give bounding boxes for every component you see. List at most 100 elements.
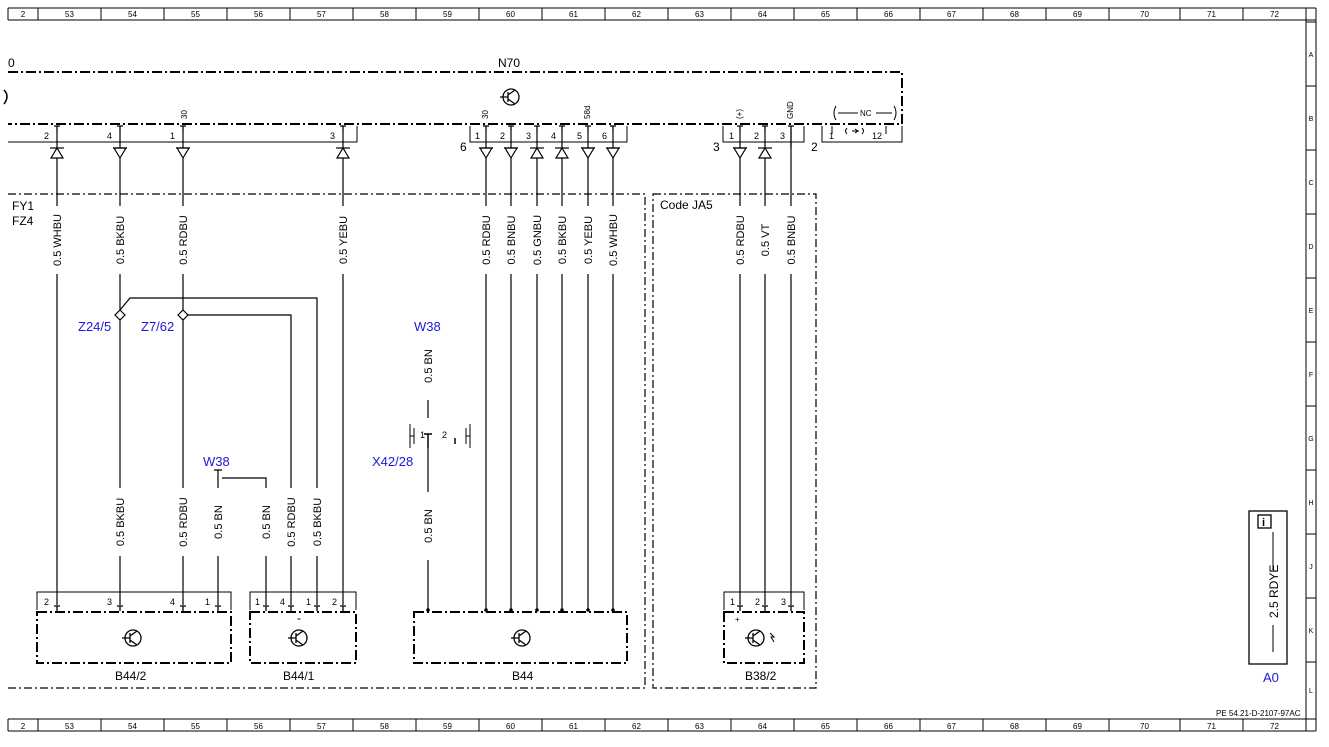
ruler-col-label: 71 — [1207, 10, 1216, 19]
b44-housing — [413, 611, 628, 664]
ruler-col-label: 67 — [947, 722, 956, 731]
label-mask — [758, 206, 772, 274]
b44-pin-dot — [426, 608, 430, 612]
pin-terminal — [508, 125, 514, 131]
wire-label-b44: 0.5 BKBU — [557, 216, 569, 264]
label-mask — [176, 488, 190, 556]
b44-1-terminal — [288, 605, 294, 611]
n70-conn-2: 2 — [811, 140, 818, 154]
pin-number: 4 — [107, 131, 112, 141]
ruler-col-label: 67 — [947, 10, 956, 19]
info-icon[interactable] — [1257, 514, 1272, 529]
drawing-code: PE 54.21-D-2107-97AC — [1216, 709, 1301, 718]
fy1-boundary — [8, 193, 646, 689]
b38-2-terminal — [788, 605, 794, 611]
wire-label-yebu: 0.5 YEBU — [338, 216, 350, 264]
splice-z7-62-node — [177, 309, 189, 321]
a0-info-box — [1248, 510, 1288, 665]
b44-pin-dot — [484, 608, 488, 612]
a0-wire-label: 2.5 RDYE — [1267, 565, 1281, 618]
pin-number: 4 — [551, 131, 556, 141]
ruler-row-label: K — [1309, 628, 1314, 635]
label-mask — [310, 488, 324, 556]
wire-label-bn-upper: 0.5 BN — [423, 349, 435, 383]
pin-number: 1 — [729, 131, 734, 141]
left-partial-label: 0 — [8, 56, 15, 70]
b44-label[interactable]: B44 — [512, 669, 534, 683]
b44-1-label[interactable]: B44/1 — [283, 669, 315, 683]
b44-2-terminal — [117, 605, 123, 611]
ruler-col-label: 72 — [1270, 10, 1279, 19]
connector-x42-28-label[interactable]: X42/28 — [372, 454, 413, 469]
label-mask — [284, 488, 298, 556]
pin-number: 1 — [475, 131, 480, 141]
label-mask — [606, 206, 620, 274]
label-mask — [530, 206, 544, 274]
ruler-col-label: 60 — [506, 10, 515, 19]
pin-terminal — [610, 125, 616, 131]
ruler-col-label: 65 — [821, 722, 830, 731]
ground-w38-mid[interactable]: W38 — [414, 319, 441, 334]
label-mask — [581, 206, 595, 274]
label-mask — [211, 488, 225, 556]
pin-terminal — [788, 125, 794, 131]
ruler-frame — [8, 7, 1317, 732]
pin-terminal — [559, 125, 565, 131]
nc-pin-1: 1 — [829, 131, 834, 141]
ruler-row-label: E — [1309, 308, 1314, 315]
ruler-col-label: 62 — [632, 722, 641, 731]
wire-label-lower: 0.5 RDBU — [178, 497, 190, 547]
ruler-row-label: G — [1308, 436, 1313, 443]
label-mask — [336, 206, 350, 274]
b38-2-pin: 2 — [755, 597, 760, 607]
label-mask — [421, 492, 435, 560]
ruler-col-label: 62 — [632, 10, 641, 19]
label-mask — [113, 206, 127, 274]
ruler-col-label: 68 — [1010, 10, 1019, 19]
ruler-row-label: J — [1309, 564, 1313, 571]
ruler-col-label: 64 — [758, 10, 767, 19]
b44-1-terminal — [314, 605, 320, 611]
fy1-label: FY1 — [12, 199, 34, 213]
wire-label-b44: 0.5 GNBU — [532, 215, 544, 265]
x42-pin-2: 2 — [442, 430, 447, 440]
b44-2-pin: 2 — [44, 597, 49, 607]
wire-label-b38-2: 0.5 VT — [760, 224, 772, 257]
splice-z7-62[interactable]: Z7/62 — [141, 319, 174, 334]
ruler-row-label: F — [1309, 372, 1313, 379]
b44-1-terminal — [263, 605, 269, 611]
ground-w38-left[interactable]: W38 — [203, 454, 230, 469]
pin-number: 6 — [602, 131, 607, 141]
b44-2-label[interactable]: B44/2 — [115, 669, 147, 683]
b38-2-plus: + — [735, 615, 740, 624]
wire-label-lower: 0.5 BN — [213, 505, 225, 539]
a0-label[interactable]: A0 — [1263, 670, 1279, 685]
b44-pin-dot — [586, 608, 590, 612]
label-mask — [733, 206, 747, 274]
b44-1-pin: 2 — [332, 597, 337, 607]
splice-z24-5[interactable]: Z24/5 — [78, 319, 111, 334]
ruler-col-label: 69 — [1073, 722, 1082, 731]
b38-2-label[interactable]: B38/2 — [745, 669, 777, 683]
b44-1-pin: 1 — [255, 597, 260, 607]
pin-number: 3 — [330, 131, 335, 141]
n70-conn-6: 6 — [460, 140, 467, 154]
b38-2-housing — [723, 611, 805, 664]
b44-2-sensor-icon — [122, 629, 142, 647]
b44-pin-dot — [560, 608, 564, 612]
b44-2-terminal — [54, 605, 60, 611]
pin-number: 3 — [780, 131, 785, 141]
nc-pin-12: 12 — [872, 131, 882, 141]
label-mask — [504, 206, 518, 274]
ruler-col-label: 63 — [695, 10, 704, 19]
pin-terminal — [585, 125, 591, 131]
b44-2-terminal — [180, 605, 186, 611]
splice-z24-5-node — [114, 309, 126, 321]
ruler-col-label: 58 — [380, 722, 389, 731]
b44-pin-dot — [611, 608, 615, 612]
ruler-col-label: 71 — [1207, 722, 1216, 731]
ruler-col-label: 59 — [443, 722, 452, 731]
ruler-col-label: 54 — [128, 10, 137, 19]
ruler-col-label: 59 — [443, 10, 452, 19]
ruler-col-label: 54 — [128, 722, 137, 731]
